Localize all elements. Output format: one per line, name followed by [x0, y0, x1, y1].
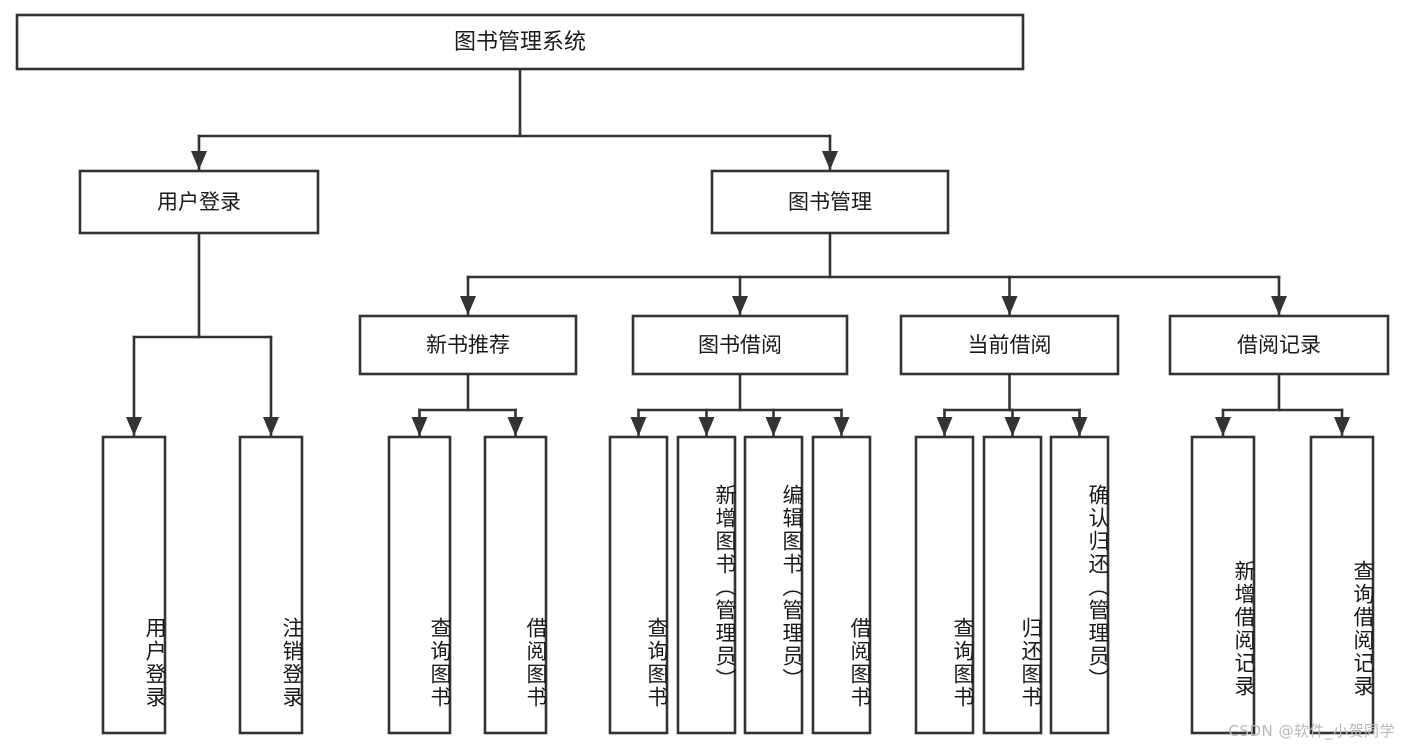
arrow-head-icon-leaf-0	[126, 417, 142, 436]
arrow-head-icon-leaf-9	[1004, 417, 1021, 436]
arrow-head-icon-leaf-5	[698, 417, 715, 436]
arrow-head-icon-level2-0	[191, 151, 207, 170]
arrow-head-icon-leaf-11	[1215, 417, 1231, 436]
node-box-leaf-9[interactable]	[982, 435, 1043, 735]
arrow-head-icon-leaf-12	[1334, 417, 1350, 436]
node-box-leaf-6[interactable]	[743, 435, 804, 735]
connectors-layer	[126, 67, 1350, 437]
node-label-level2-1: 图书管理	[788, 190, 872, 214]
node-box-leaf-10[interactable]	[1049, 435, 1110, 735]
node-box-leaf-5[interactable]	[676, 435, 737, 735]
node-box-leaf-2[interactable]	[387, 435, 452, 735]
node-box-leaf-11[interactable]	[1190, 435, 1256, 735]
node-box-level3-0[interactable]	[358, 314, 578, 376]
arrow-head-icon-leaf-1	[263, 417, 279, 436]
arrow-head-icon-level3-3	[1271, 296, 1287, 315]
node-label-level3-0: 新书推荐	[426, 333, 510, 357]
arrow-head-icon-leaf-2	[411, 417, 428, 436]
arrow-head-icon-level3-0	[460, 296, 476, 315]
arrow-head-icon-leaf-4	[630, 417, 647, 436]
arrow-head-icon-level3-2	[1001, 296, 1018, 315]
arrow-head-icon-leaf-3	[507, 417, 524, 436]
node-label-level3-1: 图书借阅	[698, 333, 782, 357]
node-label-level3-2: 当前借阅	[968, 333, 1052, 357]
node-box-level3-3[interactable]	[1168, 314, 1390, 376]
node-box-level2-0[interactable]	[78, 169, 320, 235]
node-label-level3-3: 借阅记录	[1237, 333, 1321, 357]
node-box-leaf-12[interactable]	[1309, 435, 1375, 735]
arrow-head-icon-leaf-7	[833, 417, 850, 436]
arrow-head-icon-level3-1	[732, 296, 748, 315]
node-box-root[interactable]	[15, 13, 1025, 71]
node-box-leaf-7[interactable]	[811, 435, 872, 735]
arrow-head-icon-leaf-6	[765, 417, 782, 436]
node-box-level3-1[interactable]	[631, 314, 849, 376]
arrow-head-icon-level2-1	[822, 151, 838, 170]
arrow-head-icon-leaf-8	[936, 417, 953, 436]
node-box-leaf-3[interactable]	[483, 435, 548, 735]
arrow-head-icon-leaf-10	[1071, 417, 1088, 436]
node-box-level2-1[interactable]	[710, 169, 950, 235]
node-label-level2-0: 用户登录	[157, 190, 241, 214]
node-box-leaf-1[interactable]	[238, 435, 304, 735]
node-box-leaf-0[interactable]	[101, 435, 167, 735]
node-box-leaf-8[interactable]	[914, 435, 975, 735]
node-box-leaf-4[interactable]	[608, 435, 669, 735]
node-label-root: 图书管理系统	[454, 30, 586, 55]
boxes-layer	[15, 13, 1390, 735]
watermark-text: CSDN @软件_小贺同学	[1228, 722, 1395, 740]
node-box-level3-2[interactable]	[899, 314, 1120, 376]
